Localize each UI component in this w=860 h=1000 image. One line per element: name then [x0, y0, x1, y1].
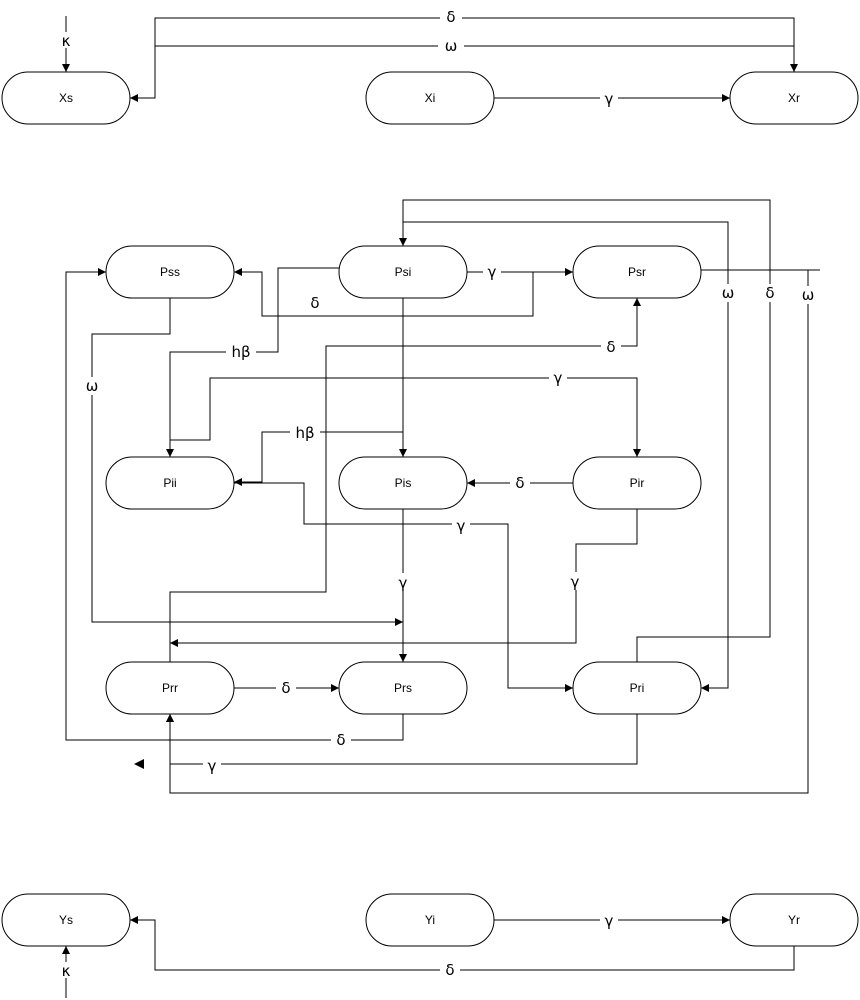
node-ys[interactable]: Ys: [1, 893, 131, 947]
edge-label-delta-prr-prs: δ: [281, 679, 290, 697]
edge-hbeta-psi-pii: [166, 267, 339, 457]
node-yi[interactable]: Yi: [365, 893, 495, 947]
node-prs-label: Prs: [394, 681, 412, 695]
edge-omega-psr-prr: [166, 270, 809, 794]
edge-psi-psr-top: [402, 221, 729, 270]
node-pir-label: Pir: [630, 476, 645, 490]
edge-delta-yr-ys: [130, 916, 795, 971]
edge-delta-prr-psr: [169, 298, 641, 662]
edge-label-gamma-pir-prr: γ: [571, 573, 580, 591]
node-pis[interactable]: Pis: [338, 456, 468, 510]
edge-label-delta-pri-psi: δ: [765, 284, 774, 302]
node-xs[interactable]: Xs: [1, 71, 131, 125]
edge-label-delta-psi-pss: δ: [310, 294, 319, 312]
node-xr[interactable]: Xr: [729, 71, 859, 125]
node-xs-label: Xs: [59, 91, 73, 105]
edge-label-omega-psr-prr: ω: [802, 286, 815, 304]
edge-omega-pss-prs: [91, 298, 403, 626]
edge-label-delta-pir-pis: δ: [515, 474, 524, 492]
node-xi-label: Xi: [425, 91, 436, 105]
edge-label-gamma-pii-pri: γ: [457, 517, 466, 535]
edge-label-kappa-ys: κ: [62, 962, 71, 980]
edge-delta-prs-pss: [65, 268, 404, 741]
node-pri[interactable]: Pri: [572, 661, 702, 715]
edge-label-omega-top: ω: [445, 37, 458, 55]
node-prr[interactable]: Prr: [105, 661, 235, 715]
node-pss[interactable]: Pss: [105, 245, 235, 299]
node-yr[interactable]: Yr: [729, 893, 859, 947]
edge-label-delta-y: δ: [445, 961, 454, 979]
edge-omega-psr-pri-down: [701, 270, 729, 692]
edge-label-delta-prs-pss: δ: [336, 731, 345, 749]
edge-hbeta-pis-pii: [234, 431, 403, 486]
node-xi[interactable]: Xi: [365, 71, 495, 125]
node-psr[interactable]: Psr: [572, 245, 702, 299]
edge-omega-xr-xs: [130, 45, 795, 102]
edge-label-gamma-x: γ: [605, 90, 614, 108]
edge-label-kappa-xs: κ: [62, 32, 71, 50]
node-yr-label: Yr: [788, 913, 800, 927]
edge-label-gamma-pri-prr: γ: [208, 757, 217, 775]
node-prr-label: Prr: [162, 681, 178, 695]
node-pir[interactable]: Pir: [572, 456, 702, 510]
node-psr-label: Psr: [628, 265, 646, 279]
edge-gamma-pii-pir: [170, 377, 641, 457]
node-psi[interactable]: Psi: [338, 245, 468, 299]
node-pss-label: Pss: [160, 265, 180, 279]
stray-arrowhead-icon: [134, 759, 144, 769]
node-prs[interactable]: Prs: [338, 661, 468, 715]
node-pri-label: Pri: [630, 681, 645, 695]
edge-gamma-psi-psr-branch: [403, 272, 534, 317]
edge-label-gamma-y: γ: [605, 912, 614, 930]
edge-delta-pri-psi: [399, 199, 771, 662]
edge-label-hbeta-2: hβ: [295, 424, 314, 442]
edge-label-omega-pss-prs: ω: [86, 377, 99, 395]
edge-gamma-pir-prr: [170, 509, 638, 647]
edge-label-hbeta-1: hβ: [231, 343, 250, 361]
edge-label-delta-prr-psr: δ: [606, 338, 615, 356]
node-xr-label: Xr: [788, 91, 800, 105]
edge-label-omega-psr-pri: ω: [722, 284, 735, 302]
edge-gamma-pii-pri: [234, 482, 573, 692]
edge-label-gamma-pis-prs: γ: [399, 574, 408, 592]
node-pii[interactable]: Pii: [105, 456, 235, 510]
edge-label-gamma-pii-pir: γ: [554, 369, 563, 387]
node-pii-label: Pii: [163, 476, 176, 490]
edge-label-gamma-psi-psr: γ: [488, 263, 497, 281]
edge-label-delta-top: δ: [446, 8, 455, 26]
node-ys-label: Ys: [59, 913, 73, 927]
node-psi-label: Psi: [395, 265, 412, 279]
node-pis-label: Pis: [395, 476, 412, 490]
node-yi-label: Yi: [425, 913, 435, 927]
